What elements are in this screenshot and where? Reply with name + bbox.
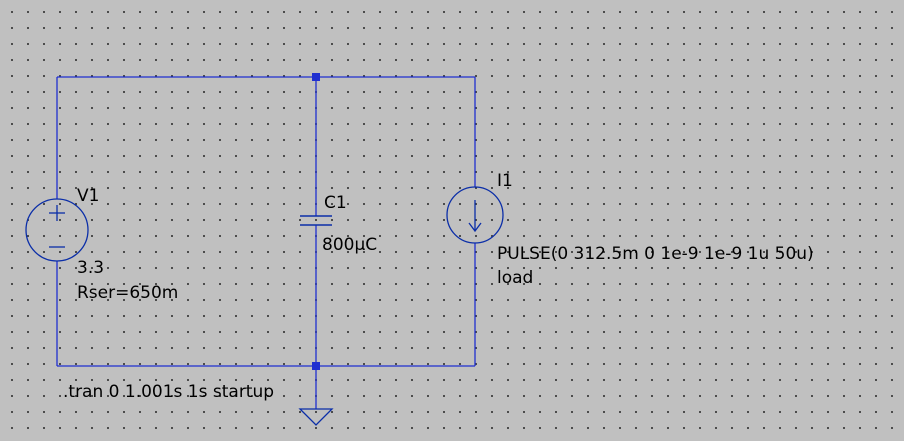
current-source-symbol[interactable] — [446, 186, 504, 244]
ground-symbol[interactable] — [298, 408, 334, 426]
v1-value[interactable]: 3.3 — [77, 258, 105, 278]
junction-top[interactable] — [312, 73, 320, 81]
current-arrow-head — [468, 222, 482, 233]
i1-param[interactable]: load — [497, 268, 534, 288]
wires[interactable] — [56, 76, 476, 409]
ground-triangle — [298, 408, 334, 426]
voltage-source-v1[interactable] — [25, 198, 89, 262]
voltage-source-symbol[interactable] — [25, 198, 89, 262]
i1-value[interactable]: PULSE(0 312.5m 0 1e-9 1e-9 1u 50u) — [497, 244, 814, 264]
c1-value[interactable]: 800µC — [322, 235, 378, 255]
current-source-i1[interactable] — [446, 186, 504, 244]
i1-name[interactable]: I1 — [497, 171, 513, 191]
c1-name[interactable]: C1 — [324, 193, 347, 213]
junction-bottom[interactable] — [312, 362, 320, 370]
v1-name[interactable]: V1 — [77, 186, 100, 206]
capacitor-c1[interactable] — [300, 215, 332, 226]
junctions — [312, 73, 320, 370]
v1-series-resistance[interactable]: Rser=650m — [77, 283, 179, 303]
spice-directive[interactable]: .tran 0 1.001s 1s startup — [63, 382, 275, 402]
